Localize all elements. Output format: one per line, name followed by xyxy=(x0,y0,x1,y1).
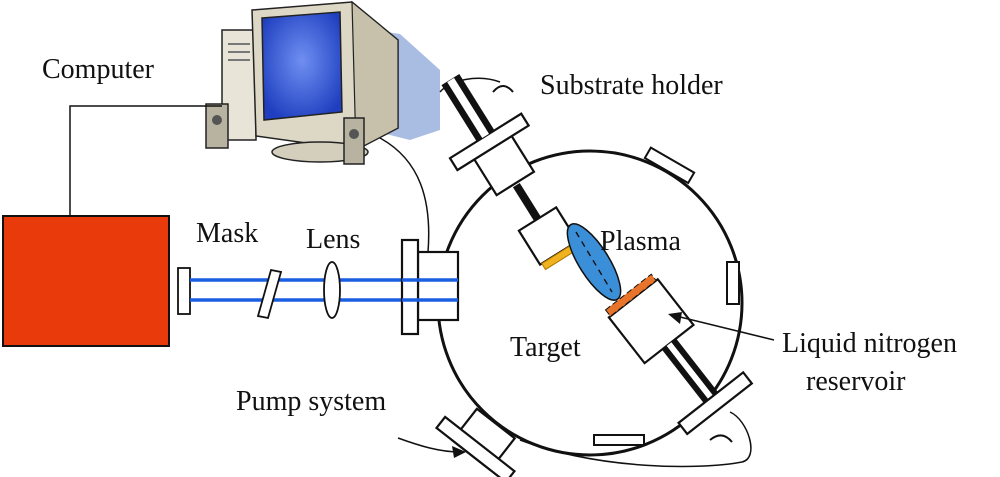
flange-top-right xyxy=(643,146,696,185)
left-speaker xyxy=(205,103,229,149)
reservoir-pointer xyxy=(675,315,775,341)
computer-icon xyxy=(205,0,440,165)
label-plasma: Plasma xyxy=(600,226,681,257)
target-manipulator xyxy=(604,273,754,436)
flange-right xyxy=(726,261,740,305)
label-pump-system: Pump system xyxy=(236,386,386,417)
mask-plate xyxy=(256,268,283,320)
label-substrate-holder: Substrate holder xyxy=(540,70,723,101)
right-speaker xyxy=(343,117,365,165)
substrate-cable xyxy=(439,77,501,93)
plasma-plume xyxy=(566,223,622,301)
label-computer: Computer xyxy=(42,54,155,85)
laser-source xyxy=(2,215,170,347)
laser-aperture xyxy=(177,267,191,315)
label-lens: Lens xyxy=(306,224,360,255)
label-reservoir: reservoir xyxy=(806,366,906,397)
label-mask: Mask xyxy=(196,218,258,249)
computer-laser-cable xyxy=(69,105,222,216)
substrate-holder-port xyxy=(441,73,581,271)
flange-bottom xyxy=(593,434,645,446)
pump-port xyxy=(434,407,517,477)
label-liquid-nitrogen: Liquid nitrogen xyxy=(782,328,957,359)
window-port xyxy=(400,238,460,336)
reservoir-cable xyxy=(519,411,752,468)
computer-chamber-cable xyxy=(379,137,430,253)
focusing-lens xyxy=(323,261,341,319)
label-target: Target xyxy=(510,332,581,363)
monitor-screen xyxy=(261,11,343,121)
